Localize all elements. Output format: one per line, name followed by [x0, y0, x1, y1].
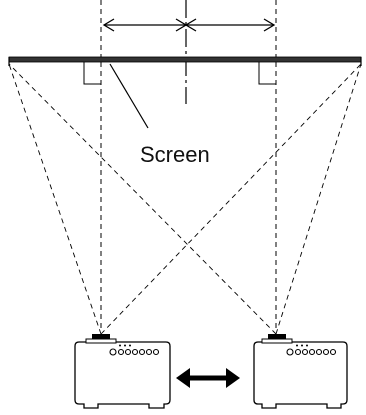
- indicator-light: [129, 344, 131, 347]
- indicator-light: [301, 344, 303, 347]
- control-button: [109, 348, 117, 356]
- arrowhead-right: [263, 18, 276, 32]
- projector-controls: [286, 348, 337, 356]
- indicator-light: [296, 344, 298, 347]
- beam-left-to-right-edge: [100, 63, 362, 335]
- control-button: [145, 348, 153, 356]
- move-arrow-head-right: [226, 368, 240, 388]
- screen-leader-line: [109, 63, 149, 129]
- right-angle-left: [83, 62, 101, 85]
- screen-label: Screen: [140, 142, 210, 167]
- projector-icon: [253, 341, 348, 409]
- arrowhead-left: [102, 18, 115, 32]
- top-guide-lines: [100, 0, 277, 58]
- projection-beams: [8, 63, 362, 335]
- beam-left-to-left-edge: [8, 63, 102, 335]
- indicator-light: [119, 344, 121, 347]
- control-button: [329, 348, 337, 356]
- projector-lens: [92, 334, 110, 342]
- control-button: [286, 348, 294, 356]
- beam-right-to-right-edge: [275, 63, 362, 335]
- indicator-light: [124, 344, 126, 347]
- control-button: [131, 348, 139, 356]
- control-button: [152, 348, 160, 356]
- control-button: [294, 348, 302, 356]
- control-button: [315, 348, 323, 356]
- projector-controls: [109, 348, 160, 356]
- control-button: [301, 348, 309, 356]
- indicator-lights: [119, 344, 131, 347]
- double-headed-arrow-icon: [176, 368, 240, 388]
- indicator-lights: [296, 344, 308, 347]
- right-angle-right: [258, 62, 276, 85]
- move-arrow-head-left: [176, 368, 190, 388]
- projector-lens-rim: [261, 338, 293, 344]
- projector-left: [74, 334, 171, 409]
- control-button: [138, 348, 146, 356]
- dimension-arrows: [102, 18, 276, 32]
- indicator-light: [306, 344, 308, 347]
- control-button: [124, 348, 132, 356]
- vertical-projection-lines: [100, 62, 277, 330]
- beam-right-to-left-edge: [8, 63, 277, 335]
- control-button: [308, 348, 316, 356]
- projector-icon: [74, 341, 171, 409]
- projector-lens-rim: [85, 338, 117, 344]
- projector-lens: [268, 334, 286, 342]
- screen-bar: [8, 56, 362, 63]
- control-button: [322, 348, 330, 356]
- projector-right: [253, 334, 348, 409]
- control-button: [117, 348, 125, 356]
- right-angle-markers: [83, 62, 276, 85]
